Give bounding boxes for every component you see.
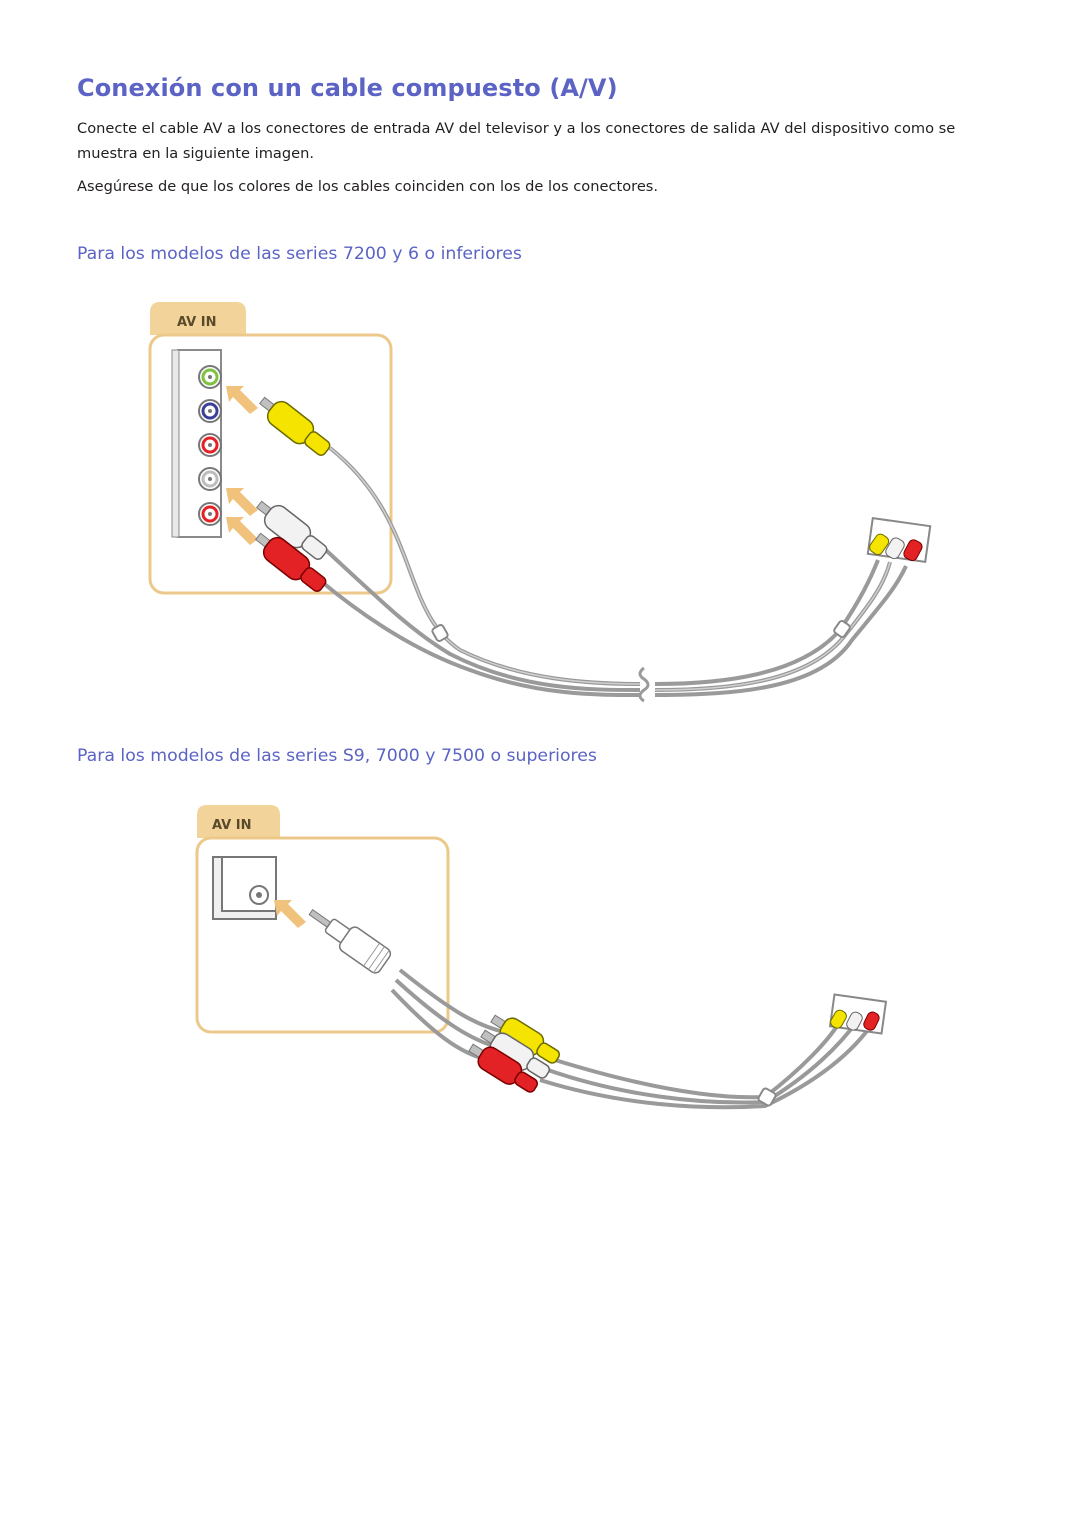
page-title: Conexión con un cable compuesto (A/V) [77,74,618,102]
jack-red-audio-icon [198,502,222,526]
jack-green-icon [198,365,222,389]
av-in-tab [150,302,246,335]
av-in-tab-label: AV IN [177,315,216,330]
device-connector-icon [866,517,932,563]
color-note-paragraph: Asegúrese de que los colores de los cabl… [77,178,659,195]
section-heading-s9: Para los modelos de las series S9, 7000 … [77,746,597,766]
plug-white-icon [256,500,328,560]
av-in-tab [197,805,280,838]
av-in-tab-label: AV IN [212,818,251,833]
intro-paragraph: Conecte el cable AV a los conectores de … [77,120,956,162]
av-diagram-7200: AV IN [148,302,932,703]
section-heading-7200: Para los modelos de las series 7200 y 6 … [77,244,522,264]
device-connector-icon [828,993,888,1035]
plug-yellow-icon [259,396,331,456]
jack-white-icon [198,467,222,491]
plug-white-icon [480,1029,551,1079]
plug-red-icon [255,532,327,592]
plug-red-icon [468,1043,539,1093]
cable-break-icon [638,666,650,703]
mini-jack-block [221,856,277,912]
insert-arrow-icon [274,900,306,928]
av-diagram-s9: AV IN [195,805,888,1110]
jack-red-icon [198,433,222,457]
jack-blue-icon [198,399,222,423]
mini-plug-icon [308,908,392,974]
insert-arrow-icons [226,386,258,545]
